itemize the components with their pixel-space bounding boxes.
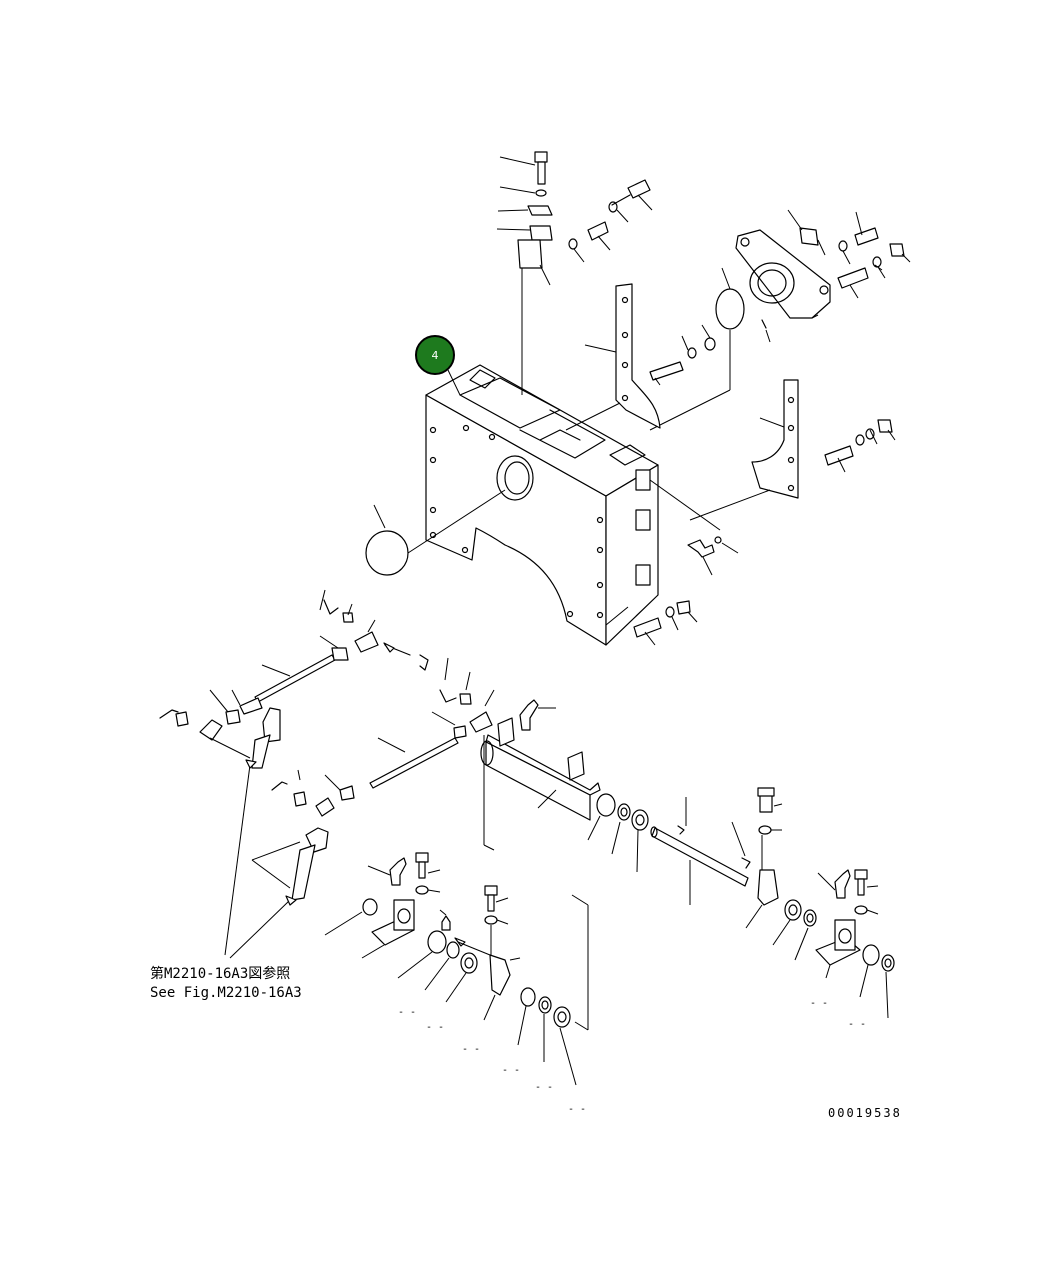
placeholder-mark: - - [398,1007,416,1018]
shaft-assembly-left [480,699,649,873]
main-frame-housing [425,364,659,646]
frame-bolt-holes [429,424,604,619]
callout-label: 4 [432,349,439,362]
lower-lever-assembly [229,759,329,959]
reference-note-en: See Fig.M2210-16A3 [150,985,302,1001]
linkage-rod-upper [254,589,429,703]
top-bracket-assembly [496,151,653,395]
shaft-assembly-right [650,787,817,961]
linkage-rod-lower [271,657,495,817]
placeholder-mark: - - [462,1044,480,1055]
lower-left-parts [397,885,521,1021]
reference-note-jp: 第M2210-16A3図参照 [150,965,290,982]
flange-plate-assembly [649,209,911,431]
placeholder-mark: - - [810,998,828,1009]
drawing-number: 00019538 [828,1106,902,1120]
placeholder-mark: - - [568,1104,586,1115]
placeholder-mark: - - [848,1019,866,1030]
lower-center-parts [517,894,589,1086]
placeholder-mark: - - [535,1082,553,1093]
cover-plate-upper [565,283,716,431]
callout-4[interactable]: 4 [415,335,461,396]
o-ring-left [365,530,409,576]
pillow-block-left [324,852,441,959]
placeholder-mark: - - [502,1065,520,1076]
left-lever-assembly [159,689,281,956]
elbow-fitting-frame [605,479,739,646]
cover-plate-lower [689,379,896,521]
pillow-block-right [815,869,895,1019]
placeholder-mark: - - [426,1022,444,1033]
